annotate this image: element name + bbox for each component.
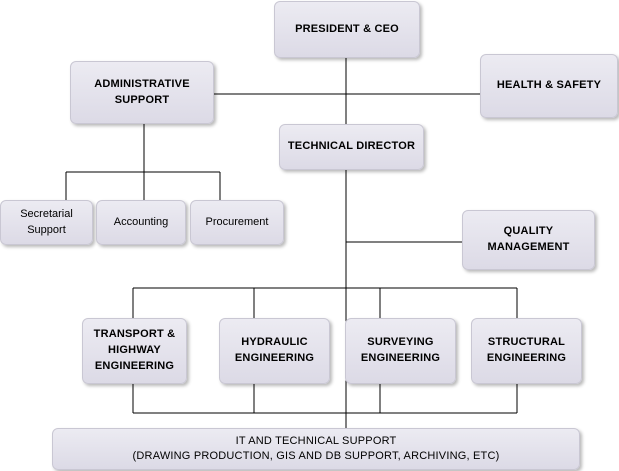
- surveying-engineering-label: SURVEYING ENGINEERING: [360, 336, 441, 364]
- health-safety-label: HEALTH & SAFETY: [496, 79, 602, 92]
- structural-engineering-box: STRUCTURAL ENGINEERING: [471, 318, 582, 384]
- secretarial-support-label: Secretarial Support: [20, 207, 73, 236]
- president-ceo-label: PRESIDENT & CEO: [295, 22, 399, 35]
- transport-highway-box: TRANSPORT & HIGHWAY ENGINEERING: [82, 318, 187, 384]
- hydraulic-engineering-label: HYDRAULIC ENGINEERING: [234, 336, 315, 364]
- technical-director-box: TECHNICAL DIRECTOR: [279, 124, 424, 170]
- president-ceo-box: PRESIDENT & CEO: [274, 1, 420, 58]
- it-technical-support-box: IT AND TECHNICAL SUPPORT (DRAWING PRODUC…: [52, 428, 580, 470]
- structural-engineering-label: STRUCTURAL ENGINEERING: [486, 336, 567, 364]
- surveying-engineering-box: SURVEYING ENGINEERING: [345, 318, 456, 384]
- procurement-label: Procurement: [205, 215, 269, 228]
- administrative-support-box: ADMINISTRATIVE SUPPORT: [70, 61, 214, 124]
- accounting-box: Accounting: [96, 200, 186, 245]
- hydraulic-engineering-box: HYDRAULIC ENGINEERING: [219, 318, 330, 384]
- administrative-support-label: ADMINISTRATIVE SUPPORT: [94, 77, 190, 106]
- it-technical-support-label: IT AND TECHNICAL SUPPORT (DRAWING PRODUC…: [132, 435, 500, 462]
- quality-management-label: QUALITY MANAGEMENT: [487, 225, 570, 253]
- accounting-label: Accounting: [113, 215, 169, 228]
- secretarial-support-box: Secretarial Support: [0, 200, 93, 245]
- quality-management-box: QUALITY MANAGEMENT: [462, 210, 595, 270]
- procurement-box: Procurement: [190, 200, 284, 245]
- health-safety-box: HEALTH & SAFETY: [480, 54, 618, 118]
- technical-director-label: TECHNICAL DIRECTOR: [287, 140, 416, 153]
- transport-highway-label: TRANSPORT & HIGHWAY ENGINEERING: [93, 328, 176, 372]
